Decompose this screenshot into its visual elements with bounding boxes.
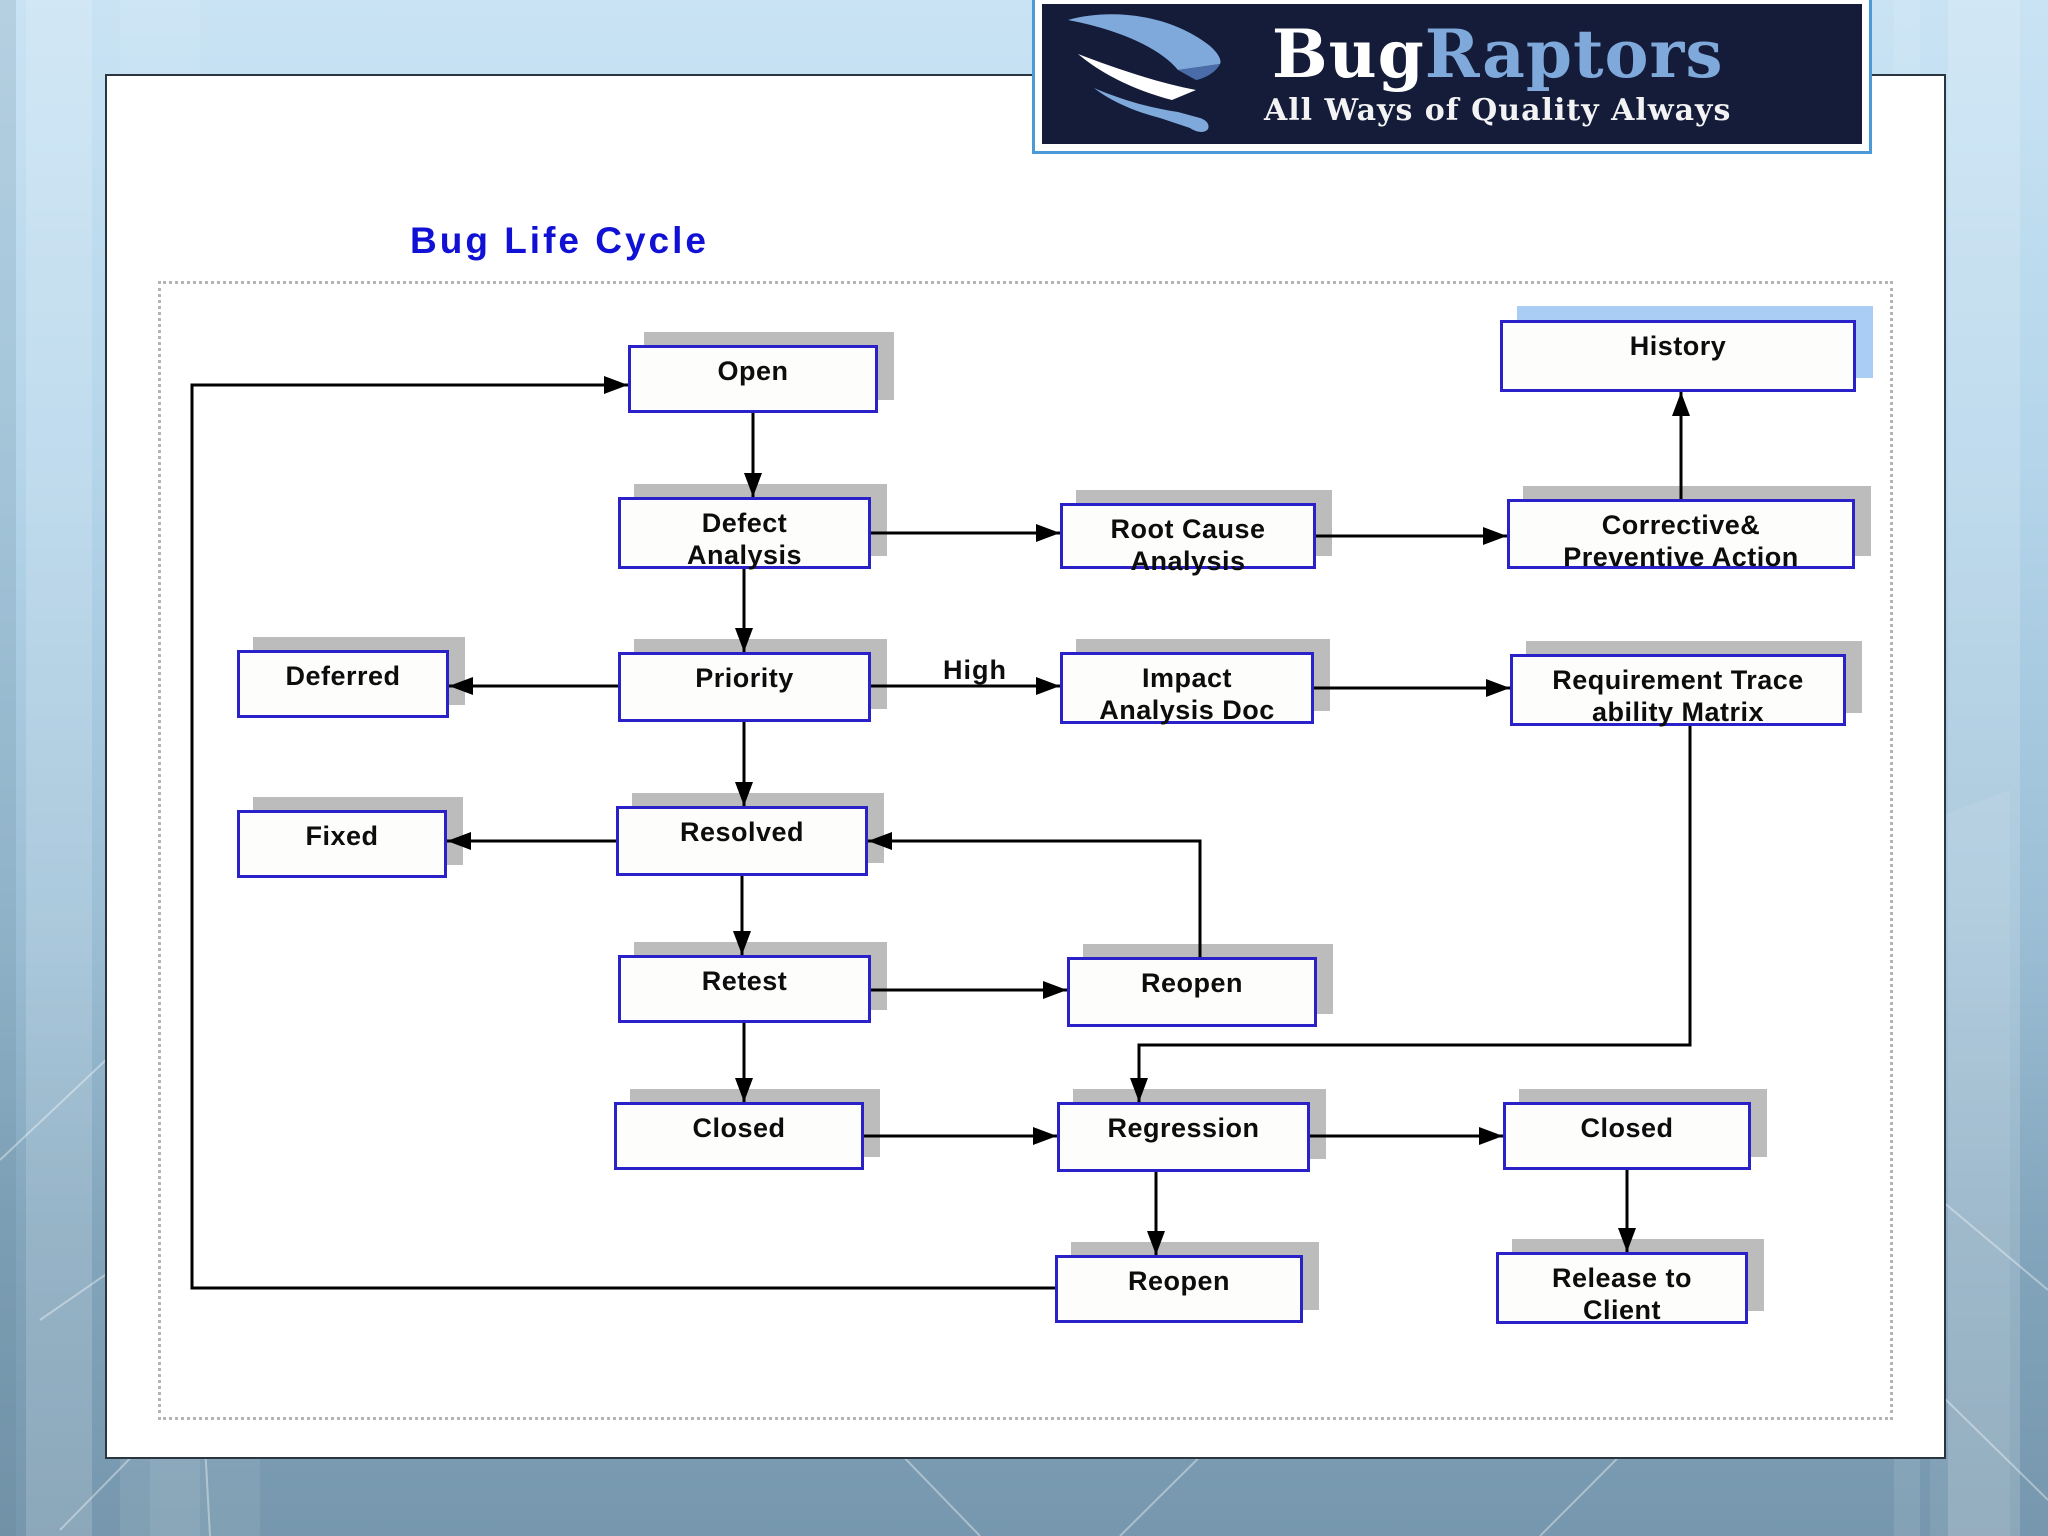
diagram-dashed-border <box>158 281 1893 1420</box>
node-corrective-preventive-action: Corrective& Preventive Action <box>1507 499 1855 572</box>
node-release-to-client-label: Release to Client <box>1551 1263 1693 1326</box>
logo-tagline: All Ways of Quality Always <box>1264 92 1732 128</box>
node-requirement-traceability-matrix: Requirement Trace ability Matrix <box>1510 654 1846 728</box>
node-closed-left: Closed <box>614 1102 864 1170</box>
node-history-label: History <box>1629 331 1727 361</box>
node-fixed: Fixed <box>237 810 447 878</box>
node-deferred-label: Deferred <box>285 661 401 691</box>
logo-brand-secondary: Raptors <box>1424 14 1724 93</box>
logo-wordmark: BugRaptors <box>1272 21 1724 87</box>
background-stripe <box>26 0 92 1536</box>
node-corrective-preventive-action-label: Corrective& Preventive Action <box>1563 510 1799 573</box>
node-resolved: Resolved <box>616 806 868 876</box>
background-stripe <box>0 0 16 1536</box>
node-root-cause-analysis: Root Cause Analysis <box>1060 503 1316 576</box>
node-closed-left-label: Closed <box>692 1113 786 1143</box>
node-open: Open <box>628 345 878 413</box>
node-root-cause-analysis-label: Root Cause Analysis <box>1110 514 1266 577</box>
node-priority: Priority <box>618 652 871 722</box>
node-reopen-lower-label: Reopen <box>1127 1266 1230 1296</box>
page-title: Bug Life Cycle <box>410 220 709 261</box>
node-closed-right: Closed <box>1503 1102 1751 1170</box>
node-fixed-label: Fixed <box>305 821 379 851</box>
node-open-label: Open <box>717 356 789 386</box>
logo-brand-primary: Bug <box>1271 14 1425 93</box>
edge-label-high: High <box>943 655 1007 685</box>
logo: BugRaptors All Ways of Quality Always <box>1042 4 1862 144</box>
node-reopen-upper-label: Reopen <box>1140 968 1243 998</box>
node-retest: Retest <box>618 955 871 1023</box>
node-priority-label: Priority <box>695 663 794 693</box>
logo-frame: BugRaptors All Ways of Quality Always <box>1032 0 1872 154</box>
logo-text: BugRaptors All Ways of Quality Always <box>1264 21 1731 128</box>
node-requirement-traceability-matrix-label: Requirement Trace ability Matrix <box>1552 665 1804 728</box>
node-reopen-upper: Reopen <box>1067 957 1317 1027</box>
node-impact-analysis-doc-label: Impact Analysis Doc <box>1099 663 1275 726</box>
node-retest-label: Retest <box>701 966 788 996</box>
node-defect-analysis: Defect Analysis <box>618 497 871 571</box>
bugraptors-wing-icon <box>1068 14 1221 132</box>
node-regression: Regression <box>1057 1102 1310 1172</box>
node-release-to-client: Release to Client <box>1496 1252 1748 1326</box>
node-history: History <box>1500 320 1856 392</box>
node-resolved-label: Resolved <box>679 817 805 847</box>
background-stripe <box>1948 0 2020 1536</box>
node-reopen-lower: Reopen <box>1055 1255 1303 1323</box>
node-deferred: Deferred <box>237 650 449 718</box>
node-regression-label: Regression <box>1107 1113 1260 1143</box>
node-impact-analysis-doc: Impact Analysis Doc <box>1060 652 1314 726</box>
node-defect-analysis-label: Defect Analysis <box>686 508 803 571</box>
node-closed-right-label: Closed <box>1580 1113 1674 1143</box>
